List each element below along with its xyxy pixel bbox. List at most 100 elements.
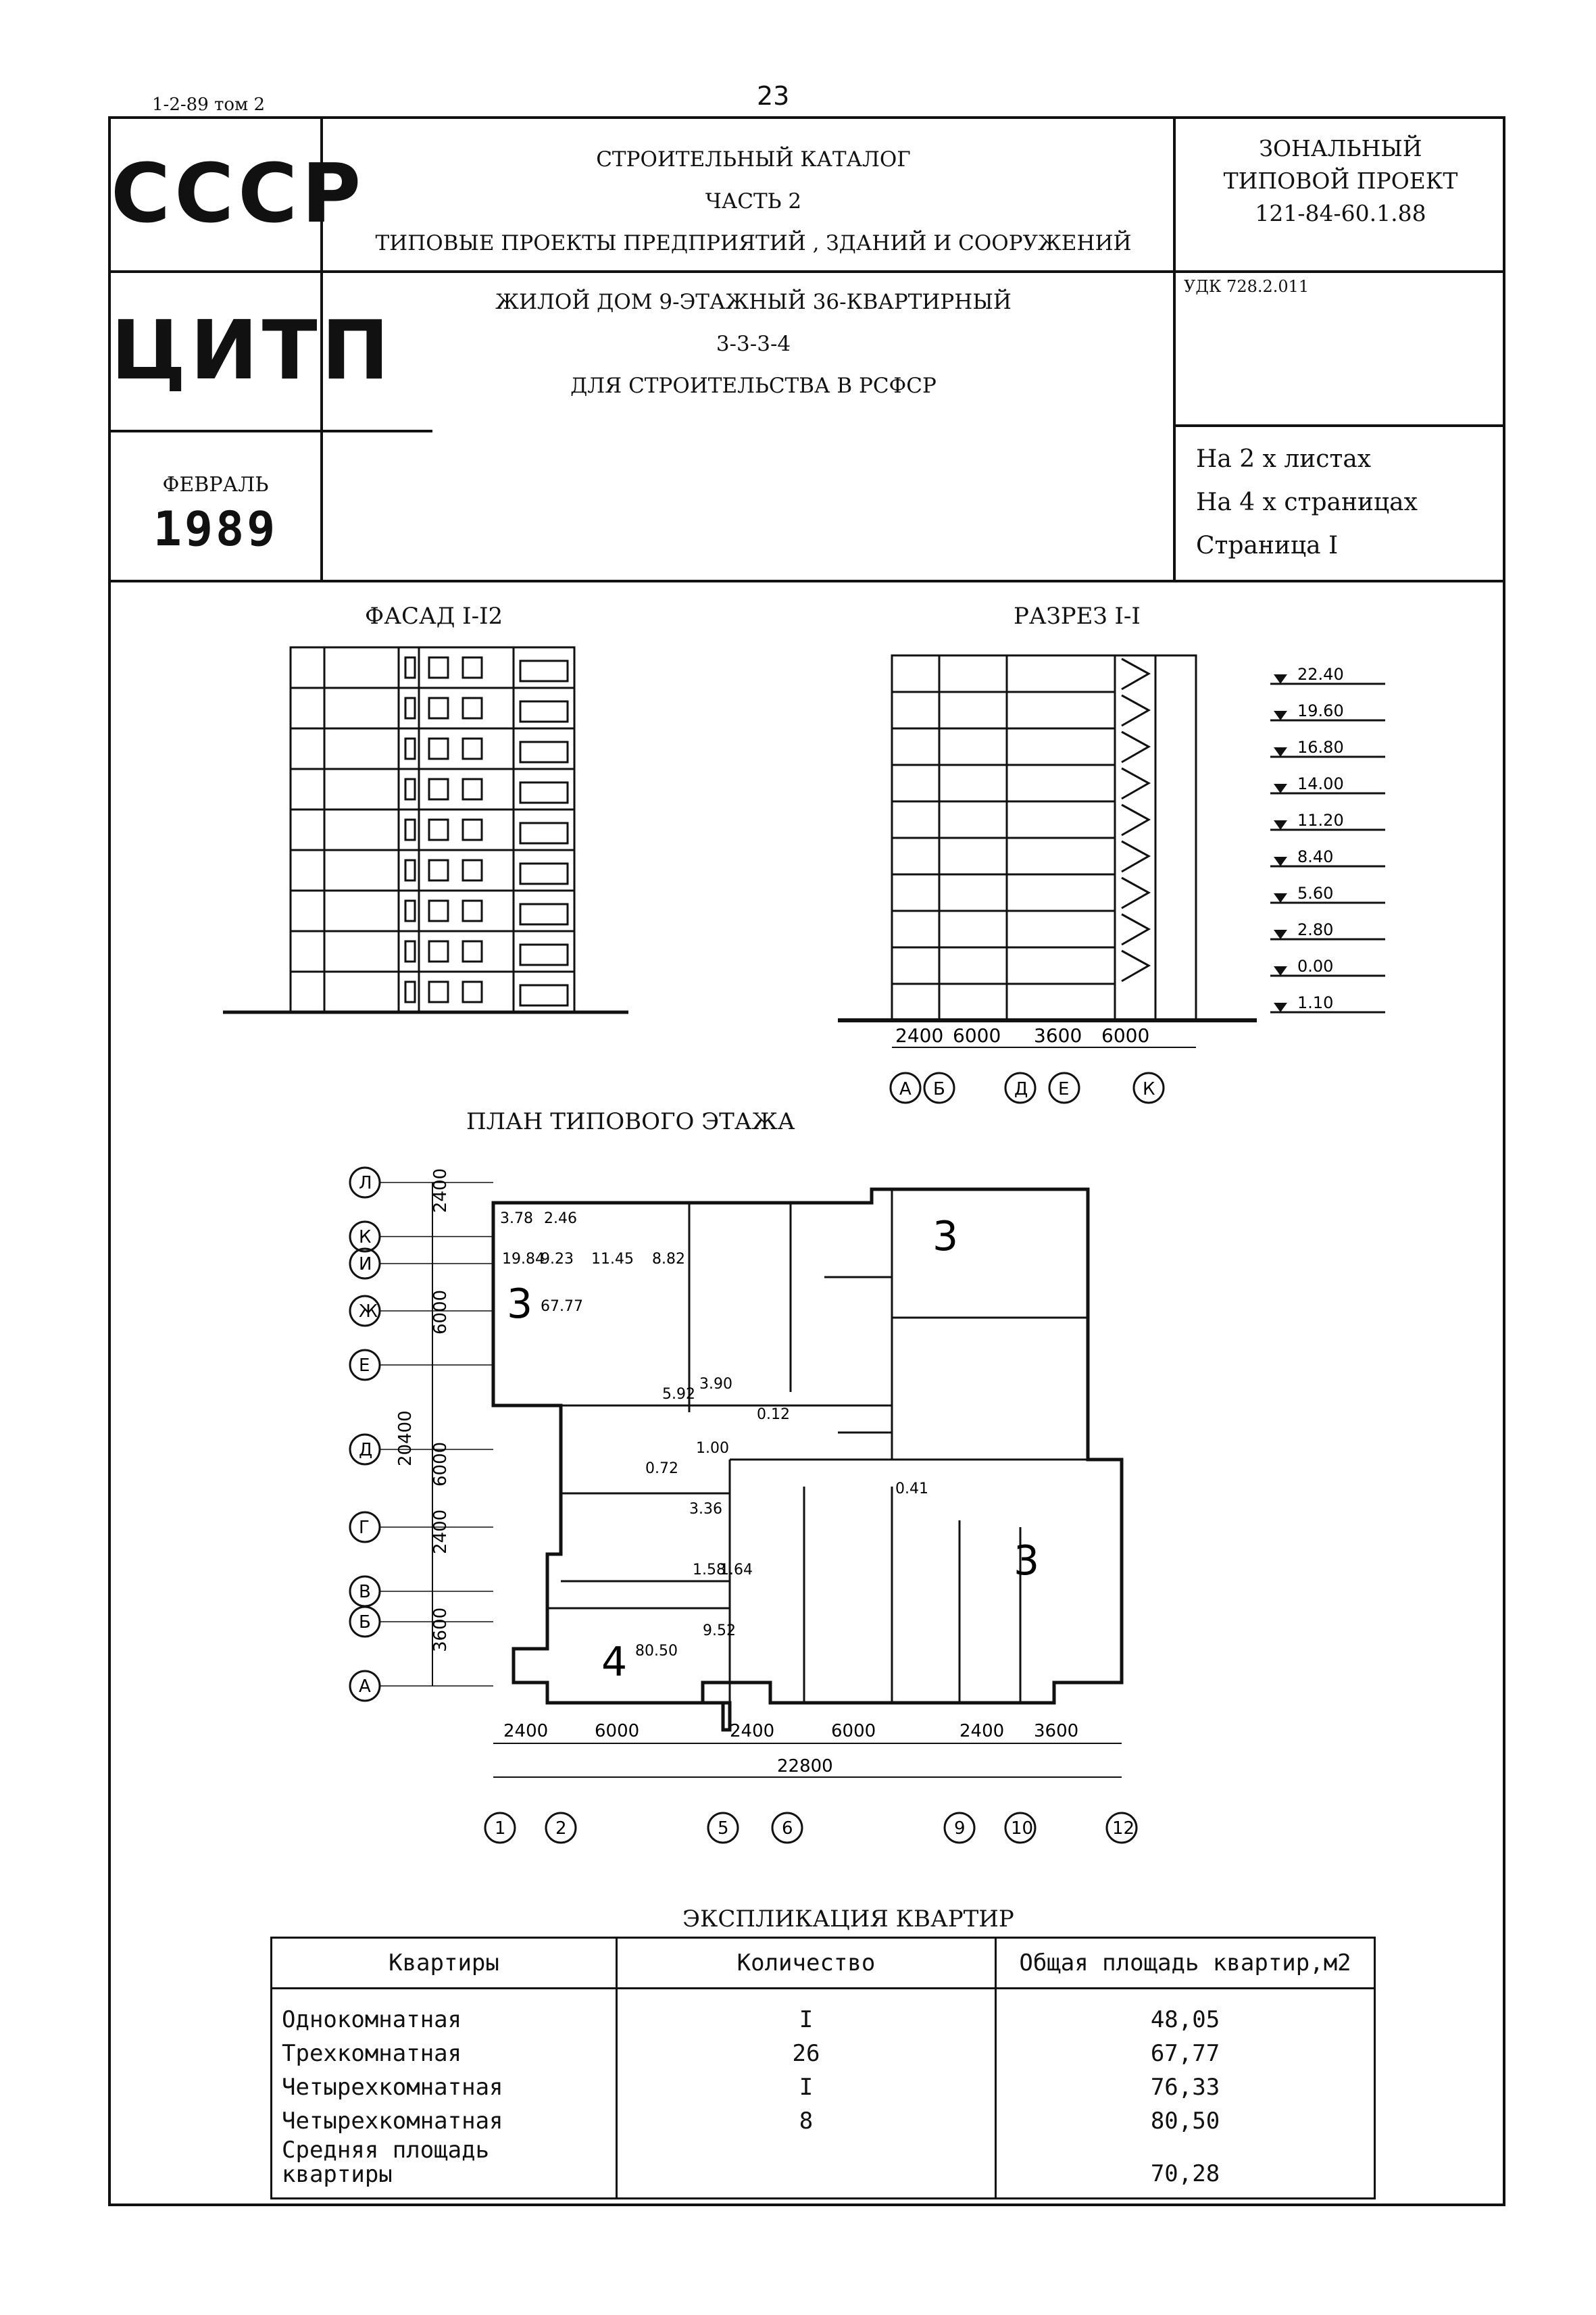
plan-bottom-axis-label: 1 [495,1818,506,1839]
citp-label: ЦИТП [111,304,394,398]
plan-bottom-axis-label: 12 [1112,1818,1134,1839]
level-arrow-icon [1274,966,1287,976]
plan-left-dim-label: 2400 [430,1168,451,1213]
page-number: 23 [757,81,790,111]
facade-balcony [519,943,569,966]
facade-window [428,899,449,922]
plan-axis-label: Б [359,1612,371,1633]
row-1-count: I [616,1988,997,2037]
header-divider-2 [108,430,432,432]
plan-axis-label: Г [359,1518,370,1538]
facade-window [462,980,483,1003]
facade-window [462,818,483,841]
project-code: 121-84-60.1.88 [1255,200,1426,226]
udk-code: УДК 728.2.011 [1184,277,1310,296]
level-label: 19.60 [1297,701,1344,720]
row-4-count: 8 [616,2104,997,2138]
row-2-area: 67,77 [995,2037,1376,2070]
facade-window [428,737,449,760]
series-label: 1-2-89 том 2 [152,95,266,115]
header-divider-3 [1173,424,1505,427]
section-dim-label: 6000 [953,1024,1001,1047]
apartment-number: 3 [1014,1537,1039,1585]
plan-bottom-axis-marker [771,1812,803,1844]
plan-bottom-axis-label: 10 [1011,1818,1033,1839]
plan-left-dim-label: 6000 [430,1290,451,1335]
level-arrow-icon [1274,820,1287,830]
header-divider-1 [108,270,1505,273]
plan-bottom-axis-marker [1004,1812,1037,1844]
level-label: 5.60 [1297,884,1333,903]
section-axis-label: А [899,1079,912,1099]
header-vdivider-2 [1173,116,1176,581]
facade-balcony [519,700,569,723]
facade-stair-window [404,697,416,720]
section-axis-marker [923,1072,955,1104]
section-axis-label: Е [1058,1079,1069,1099]
room-area-label: 1.00 [696,1440,729,1457]
facade-stair-window [404,899,416,922]
plan-bottom-dim-label: 3600 [1034,1721,1078,1741]
row-3-type: Четырехкомнатная [270,2070,618,2104]
issue-month: ФЕВРАЛЬ [162,473,269,497]
facade-stair-window [404,940,416,963]
plan-total-height: 20400 [395,1410,416,1466]
facade-window [462,899,483,922]
avg-area-value: 70,28 [995,2138,1376,2199]
stair-flight [1121,949,1151,982]
issue-year: 1989 [153,501,278,557]
plan-axis-label: И [359,1254,372,1274]
plan-left-dim-label: 6000 [430,1442,451,1487]
plan-bottom-dim-label: 2400 [730,1721,774,1741]
stair-flight [1121,657,1151,691]
header-vdivider-1 [320,116,323,581]
plan-bottom-dim-label: 6000 [595,1721,639,1741]
facade-window [428,859,449,882]
stair-flight [1121,694,1151,727]
avg-empty-cell [616,2138,997,2199]
room-area-label: 0.41 [895,1480,928,1497]
facade-balcony [519,903,569,926]
facade-stair-window [404,980,416,1003]
plan-bottom-dim-label: 2400 [503,1721,548,1741]
stair-flight [1121,803,1151,837]
stair-flight [1121,913,1151,946]
plan-title: ПЛАН ТИПОВОГО ЭТАЖА [466,1108,795,1135]
plan-bottom-dim-label: 6000 [831,1721,876,1741]
sheets-line: На 2 х листах [1196,445,1372,473]
section-axis-marker [1132,1072,1165,1104]
sheet-info: На 2 х листах На 4 х страницах Страница … [1196,438,1418,568]
catalog-line-2: ЧАСТЬ 2 [705,189,802,214]
apartment-number: 3 [932,1213,958,1260]
room-area-label: 80.50 [635,1643,678,1660]
section-drawing: 22.4019.6016.8014.0011.208.405.602.800.0… [838,654,1385,1104]
facade-balcony [519,741,569,764]
facade-stair-window [404,778,416,801]
row-4-area: 80,50 [995,2104,1376,2138]
room-area-label: 9.23 [541,1251,574,1268]
plan-left-dim-label: 3600 [430,1608,451,1652]
facade-balcony [519,862,569,885]
facade-balcony [519,984,569,1007]
stair-flight [1121,730,1151,764]
section-axis-marker [1048,1072,1080,1104]
facade-window [428,656,449,679]
building-line-2: 3-3-3-4 [716,332,791,356]
level-label: 16.80 [1297,738,1344,757]
section-dim-label: 3600 [1034,1024,1082,1047]
row-2-count: 26 [616,2037,997,2070]
facade-window [428,697,449,720]
building-line-1: ЖИЛОЙ ДОМ 9-ЭТАЖНЫЙ 36-КВАРТИРНЫЙ [495,290,1012,314]
room-area-label: 1.64 [720,1562,753,1578]
room-area-label: 1.58 [693,1562,726,1578]
room-area-label: 3.90 [699,1376,732,1393]
facade-window [428,940,449,963]
catalog-title-block: СТРОИТЕЛЬНЫЙ КАТАЛОГ ЧАСТЬ 2 ТИПОВЫЕ ПРО… [338,139,1169,264]
stair-flight [1121,876,1151,910]
section-axis-label: Б [933,1079,945,1099]
room-area-label: 11.45 [591,1251,634,1268]
project-line-2: ТИПОВОЙ ПРОЕКТ [1223,168,1458,194]
apartment-number: 3 [507,1280,532,1328]
section-title: РАЗРЕЗ I-I [1014,603,1141,630]
room-area-label: 9.52 [703,1622,736,1639]
